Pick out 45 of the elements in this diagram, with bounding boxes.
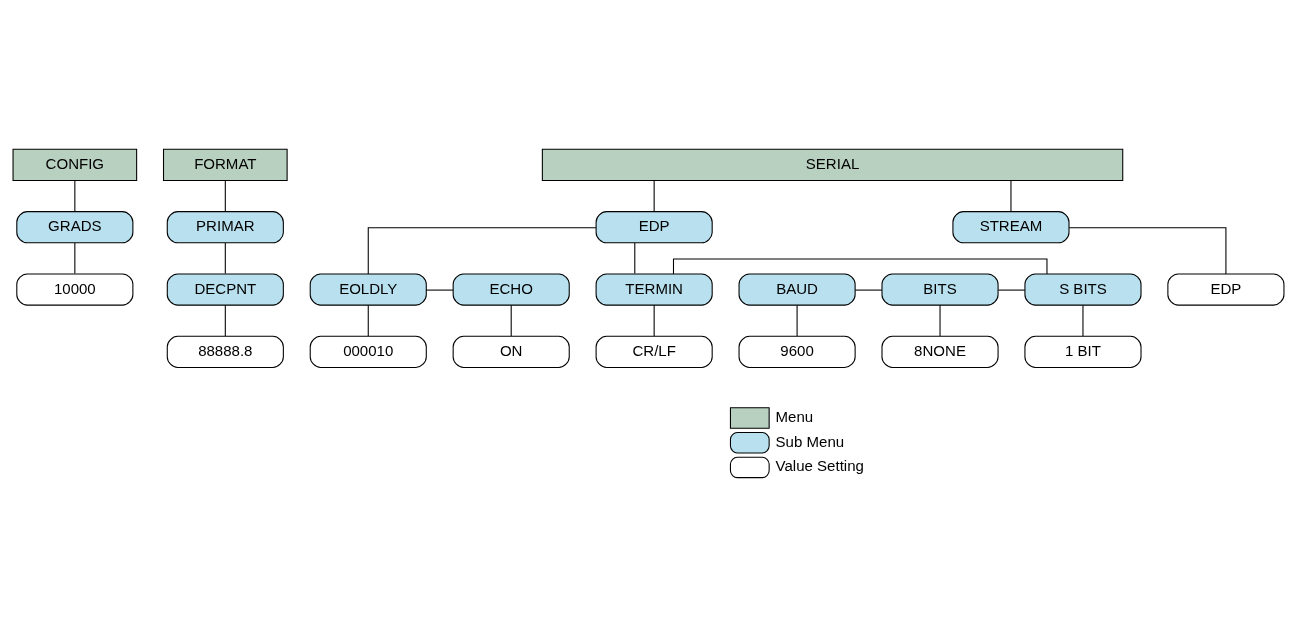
connector	[939, 304, 941, 337]
node-box: EDP	[1167, 273, 1285, 306]
node-box: 88888.8	[166, 335, 284, 368]
node-box: ON	[452, 335, 570, 368]
legend-label: Sub Menu	[775, 432, 845, 450]
node-box: TERMIN	[595, 273, 713, 306]
connector	[634, 242, 636, 275]
node-box: PRIMAR	[166, 211, 284, 244]
node-box: 000010	[309, 335, 427, 368]
connector	[1068, 227, 1227, 275]
node-box: DECPNT	[166, 273, 284, 306]
connector	[1010, 180, 1012, 212]
connector	[653, 304, 655, 337]
node-box: 10000	[16, 273, 134, 306]
connector	[367, 304, 369, 337]
node-box: STREAM	[952, 211, 1070, 244]
connector	[510, 304, 512, 337]
connector	[854, 289, 883, 291]
connector	[74, 242, 76, 275]
connector	[74, 180, 76, 212]
node-box: CONFIG	[12, 148, 138, 181]
legend-label: Value Setting	[775, 457, 864, 475]
node-box: SERIAL	[541, 148, 1124, 181]
connector	[997, 289, 1026, 291]
node-box: 9600	[738, 335, 856, 368]
node-box: S BITS	[1024, 273, 1142, 306]
node-box: GRADS	[16, 211, 134, 244]
legend-label: Menu	[775, 407, 814, 425]
node-box: FORMAT	[162, 148, 288, 181]
connector	[653, 180, 655, 212]
node-box: 1 BIT	[1024, 335, 1142, 368]
connector	[1082, 304, 1084, 337]
node-box: 8NONE	[881, 335, 999, 368]
node-box: BAUD	[738, 273, 856, 306]
connector	[224, 304, 226, 337]
node-box: BITS	[881, 273, 999, 306]
node-box: EOLDLY	[309, 273, 427, 306]
connector	[367, 227, 597, 275]
connector	[425, 289, 454, 291]
node-box: EDP	[595, 211, 713, 244]
node-box: ECHO	[452, 273, 570, 306]
connector	[796, 304, 798, 337]
connector	[224, 242, 226, 275]
node-box: CR/LF	[595, 335, 713, 368]
connector	[224, 180, 226, 212]
